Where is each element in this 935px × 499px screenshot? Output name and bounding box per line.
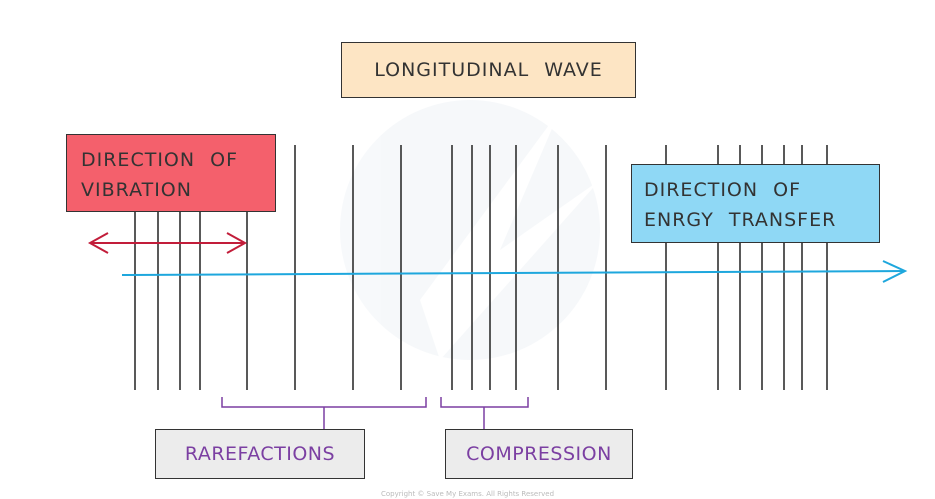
watermark-logo [340,100,600,360]
direction-of-vibration-box: DIRECTION OF VIBRATION [66,134,276,212]
compression-label: COMPRESSION [466,443,612,465]
vibration-label-line2: VIBRATION [81,179,192,201]
title-text: LONGITUDINAL WAVE [374,59,603,81]
direction-of-energy-box: DIRECTION OF ENRGY TRANSFER [631,164,880,243]
copyright-text: Copyright © Save My Exams. All Rights Re… [380,490,555,498]
title-box: LONGITUDINAL WAVE [341,42,636,98]
vibration-double-arrow [87,232,248,254]
compression-brace [440,397,529,430]
rarefactions-label-box: RAREFACTIONS [155,429,365,479]
compression-label-box: COMPRESSION [445,429,633,479]
vibration-label-line1: DIRECTION OF [81,149,239,171]
energy-label-line1: DIRECTION OF [644,179,802,201]
energy-transfer-arrow [121,260,908,283]
rarefaction-brace [221,397,427,430]
energy-label-line2: ENRGY TRANSFER [644,209,837,231]
rarefactions-label: RAREFACTIONS [184,443,336,465]
